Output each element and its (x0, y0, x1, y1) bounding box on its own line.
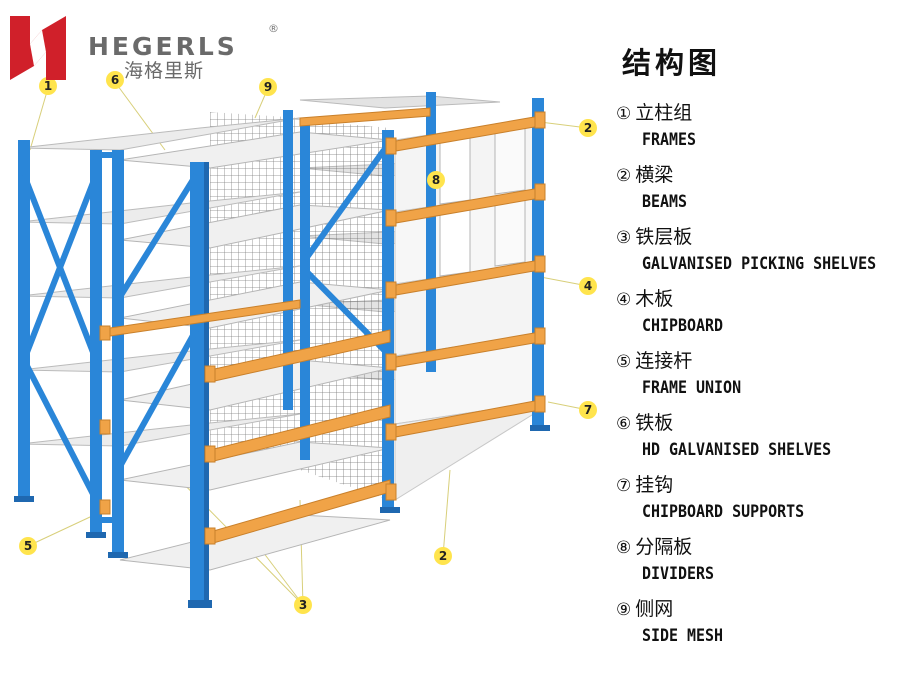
callout-5: 5 (19, 537, 37, 555)
legend-num: ⑨ (616, 600, 632, 620)
callout-2-bottom: 2 (434, 547, 452, 565)
brand-logo: HEGERLS ® 海格里斯 (8, 10, 279, 86)
callout-4: 4 (579, 277, 597, 295)
legend-cn-label: 分隔板 (635, 536, 693, 558)
legend-cn-label: 连接杆 (635, 350, 693, 372)
legend-num: ① (616, 104, 632, 124)
callout-1: 1 (39, 77, 57, 95)
legend-num: ③ (616, 228, 632, 248)
registered-mark: ® (268, 22, 279, 35)
callout-7: 7 (579, 401, 597, 419)
legend-en-label: HD GALVANISED SHELVES (642, 440, 832, 460)
legend-num: ⑦ (616, 476, 632, 496)
legend-en-label: CHIPBOARD SUPPORTS (642, 502, 805, 522)
legend-title: 结构图 (622, 46, 722, 80)
callout-2-top: 2 (579, 119, 597, 137)
brand-name-cn: 海格里斯 (124, 60, 205, 82)
legend-cn-label: 横梁 (635, 164, 674, 186)
callout-8: 8 (427, 171, 445, 189)
svg-text:9: 9 (264, 80, 272, 94)
legend-num: ② (616, 166, 632, 186)
beams (99, 107, 546, 545)
legend-en-label: GALVANISED PICKING SHELVES (642, 254, 877, 274)
legend-en-label: FRAME UNION (642, 378, 742, 398)
callout-3: 3 (294, 596, 312, 614)
callout-6: 6 (106, 71, 124, 89)
svg-text:2: 2 (439, 549, 447, 563)
legend-en-label: FRAMES (642, 130, 697, 150)
callout-9: 9 (259, 78, 277, 96)
brand-mark-icon (10, 16, 66, 80)
legend-num: ⑧ (616, 538, 632, 558)
svg-text:7: 7 (584, 403, 592, 417)
legend-en-label: BEAMS (642, 192, 688, 212)
legend-cn-label: 侧网 (635, 598, 674, 620)
svg-text:1: 1 (44, 79, 52, 93)
svg-text:2: 2 (584, 121, 592, 135)
legend-cn-label: 立柱组 (635, 102, 693, 124)
svg-text:3: 3 (299, 598, 307, 612)
legend-en-label: SIDE MESH (642, 626, 724, 646)
legend-num: ⑥ (616, 414, 632, 434)
svg-text:5: 5 (24, 539, 32, 553)
brand-name: HEGERLS (88, 32, 238, 61)
legend-cn-label: 铁层板 (635, 226, 693, 248)
legend-num: ⑤ (616, 352, 632, 372)
legend-cn-label: 铁板 (635, 412, 674, 434)
legend-cn-label: 挂钩 (635, 474, 674, 496)
legend-en-label: DIVIDERS (642, 564, 715, 584)
legend-en-label: CHIPBOARD (642, 316, 724, 336)
svg-text:6: 6 (111, 73, 119, 87)
svg-text:8: 8 (432, 173, 440, 187)
legend-num: ④ (616, 290, 632, 310)
svg-text:4: 4 (584, 279, 592, 293)
legend-cn-label: 木板 (635, 288, 674, 310)
